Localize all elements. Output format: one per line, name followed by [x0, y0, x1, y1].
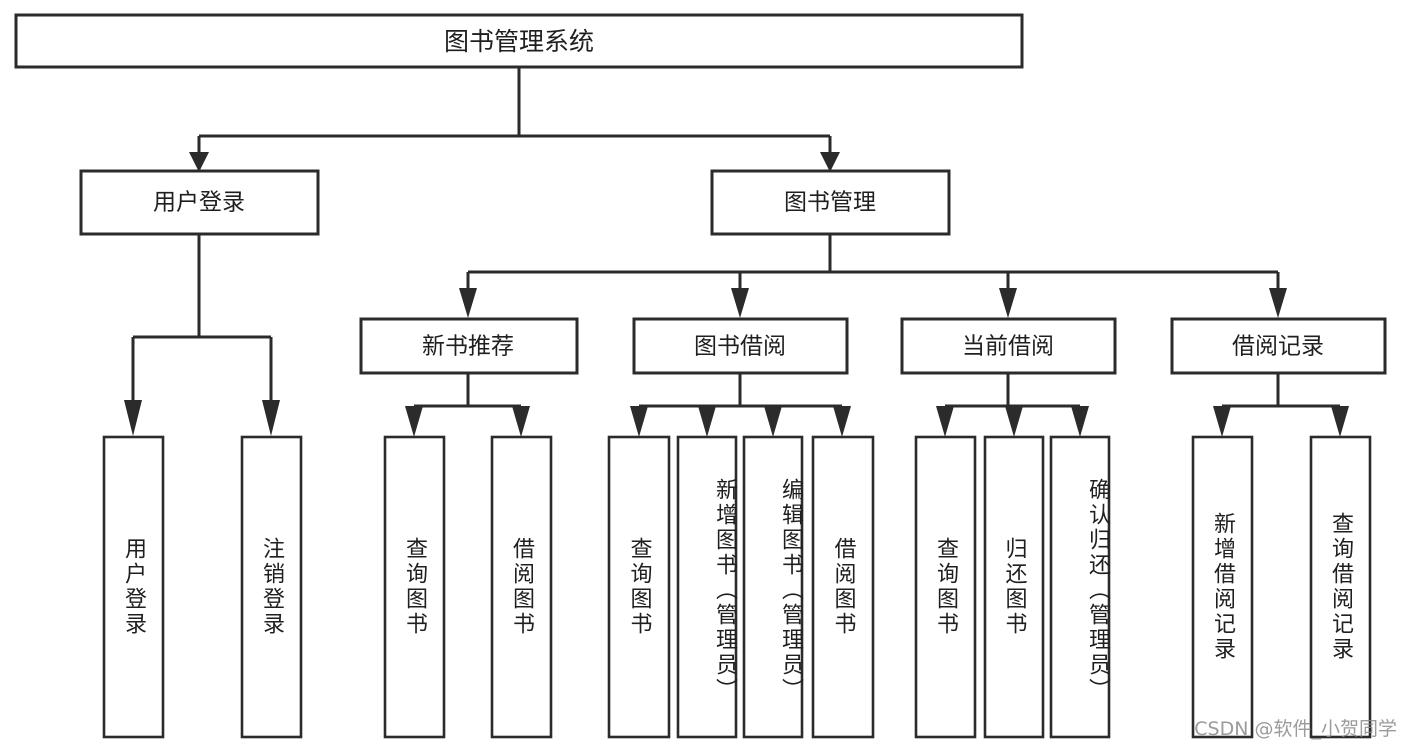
csdn-watermark: CSDN @软件_小贺同学	[1194, 718, 1397, 740]
node-current-borrow-label: 当前借阅	[962, 334, 1054, 360]
node-new-book-rec-label: 新书推荐	[422, 334, 514, 360]
arrowhead-nbr-query-book	[405, 406, 423, 437]
leaf-return-book-box[interactable]	[983, 435, 1045, 739]
node-labels: 图书管理系统 用户登录 图书管理 新书推荐 图书借阅 当前借阅 借阅记录	[153, 27, 1324, 360]
node-root-box[interactable]	[14, 13, 1024, 69]
arrowhead-leaf-logout	[262, 400, 280, 436]
arrowhead-bb-borrow-book	[833, 406, 851, 437]
arrowhead-bb-add-book	[698, 406, 716, 437]
leaf-confirm-return-box[interactable]	[1049, 435, 1111, 739]
node-borrow-record-box[interactable]	[1170, 317, 1387, 375]
leaf-borrow-book-2-box[interactable]	[811, 435, 875, 739]
node-book-manage-box[interactable]	[710, 169, 951, 236]
node-book-borrow-label: 图书借阅	[694, 334, 786, 360]
node-new-book-rec-box[interactable]	[359, 317, 579, 375]
arrowhead-borrow-record	[1269, 288, 1287, 318]
connectors	[124, 67, 1349, 437]
leaf-logout-box[interactable]	[240, 435, 303, 739]
arrowhead-bb-query-book	[630, 406, 648, 437]
leaf-edit-book-box[interactable]	[742, 435, 804, 739]
leaf-query-record-box[interactable]	[1309, 435, 1372, 739]
leaf-user-login-box[interactable]	[102, 435, 165, 739]
node-root-label: 图书管理系统	[444, 27, 594, 56]
arrowhead-new-book-rec	[459, 288, 477, 318]
arrowhead-current-borrow	[999, 288, 1017, 318]
node-borrow-record-label: 借阅记录	[1232, 334, 1324, 360]
arrowhead-cb-confirm-return	[1071, 406, 1089, 437]
arrowhead-book-manage	[820, 152, 840, 172]
arrowhead-book-borrow	[731, 288, 749, 318]
arrowhead-user-login	[189, 152, 209, 172]
arrowhead-nbr-borrow-book	[512, 406, 530, 437]
node-user-login-label: 用户登录	[153, 190, 245, 216]
node-current-borrow-box[interactable]	[900, 317, 1117, 375]
leaf-add-record-box[interactable]	[1191, 435, 1254, 739]
node-book-manage-label: 图书管理	[784, 190, 876, 216]
arrowhead-leaf-user-login	[124, 400, 142, 436]
arrowhead-cb-return-book	[1005, 406, 1023, 437]
arrowhead-br-query-record	[1331, 406, 1349, 437]
arrowhead-bb-edit-book	[764, 406, 782, 437]
leaf-query-book-3-box[interactable]	[914, 435, 977, 739]
node-boxes	[14, 13, 1387, 739]
leaf-query-book-1-box[interactable]	[383, 435, 446, 739]
node-user-login-box[interactable]	[79, 169, 320, 236]
leaf-borrow-book-1-box[interactable]	[490, 435, 553, 739]
node-book-borrow-box[interactable]	[632, 317, 849, 375]
arrowhead-br-add-record	[1213, 406, 1231, 437]
arrowhead-cb-query-book	[936, 406, 954, 437]
leaf-query-book-2-box[interactable]	[607, 435, 671, 739]
leaf-add-book-box[interactable]	[676, 435, 738, 739]
